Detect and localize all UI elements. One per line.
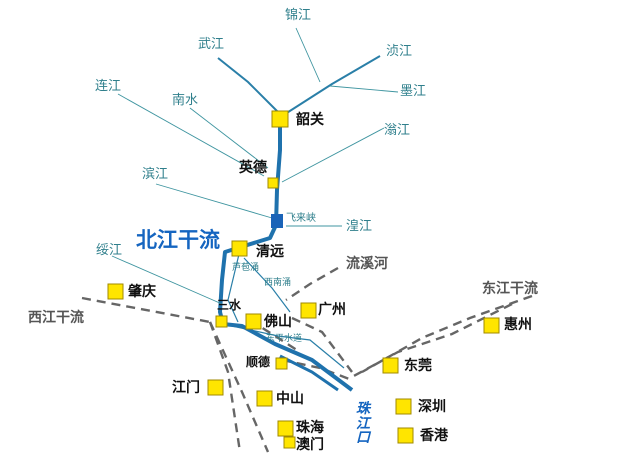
leader-lines: [111, 27, 399, 305]
label-shunde: 顺德: [246, 355, 271, 369]
luba-channel: [227, 249, 241, 323]
estuary-char-2: 江: [356, 415, 370, 432]
label-feilaixia: 飞来峡: [286, 213, 316, 224]
label-dongjiang-trunk: 东江干流: [482, 281, 538, 297]
label-xinan-channel: 西南涌: [264, 278, 292, 288]
city-markers: [107, 110, 500, 449]
feilaixia-station-marker: [271, 214, 283, 228]
label-bin-river: 滨江: [142, 167, 169, 182]
marker-sanshui: [215, 315, 228, 328]
marker-shenzhen: [395, 398, 412, 415]
label-weng-river: 滃江: [384, 123, 411, 138]
label-jin-river: 锦江: [285, 8, 312, 23]
marker-guangzhou: [300, 302, 317, 319]
label-shaoguan: 韶关: [296, 112, 324, 128]
label-macau: 澳门: [296, 437, 324, 453]
marker-shunde: [275, 357, 288, 370]
label-wu-river: 武江: [198, 37, 225, 52]
estuary-char-3: 口: [356, 430, 370, 447]
marker-huizhou: [483, 317, 500, 334]
label-sui-river: 绥江: [96, 243, 123, 258]
dashed-boundaries: [81, 266, 533, 453]
label-huizhou: 惠州: [504, 317, 532, 333]
xijiang-lower-line-a: [208, 321, 270, 453]
estuary-char-1: 珠: [356, 401, 370, 417]
label-zhen-river: 浈江: [386, 44, 413, 59]
xijiang-line: [81, 296, 211, 324]
marker-foshan: [245, 313, 262, 330]
marker-macau: [283, 436, 296, 449]
leader-nan: [189, 107, 269, 169]
label-foshan: 佛山: [264, 314, 292, 330]
marker-yingde: [267, 177, 279, 189]
leader-sui: [111, 255, 223, 305]
dongjiang-line-b: [349, 302, 513, 380]
marker-zhongshan: [256, 390, 273, 407]
label-qingyuan: 清远: [256, 244, 284, 260]
label-zhuhai: 珠海: [296, 420, 324, 436]
beijiang-lower-link: [249, 318, 301, 354]
leader-mo: [329, 85, 399, 93]
label-lian-river: 连江: [95, 79, 122, 94]
label-pearl-river-estuary: 珠 江 口: [356, 402, 370, 446]
wu-river: [217, 57, 279, 113]
label-dongguan: 东莞: [404, 358, 432, 374]
guangzhou-east-line: [291, 316, 353, 373]
marker-hongkong: [397, 427, 414, 444]
marker-shaoguan: [271, 110, 289, 128]
label-hongkong: 香港: [420, 428, 448, 444]
label-zhaoqing: 肇庆: [128, 284, 156, 300]
label-nan-river: 南水: [172, 93, 199, 108]
label-zhongshan: 中山: [276, 391, 304, 407]
label-huang-river: 湟江: [346, 219, 373, 234]
zhen-river: [281, 55, 381, 117]
beijiang-branch: [279, 354, 339, 392]
dongjiang-line-a: [361, 294, 533, 374]
xijiang-lower-line-b: [208, 321, 242, 453]
marker-jiangmen: [207, 379, 224, 396]
tributary-rivers: [217, 55, 381, 117]
leader-bin: [155, 183, 273, 219]
marker-zhuhai: [277, 420, 294, 437]
label-mo-river: 墨江: [400, 84, 427, 99]
label-yingde: 英德: [239, 160, 267, 176]
beijiang-main-river: [218, 120, 354, 392]
label-dongping-channel: 东平水道: [266, 334, 303, 344]
label-guangzhou: 广州: [318, 302, 346, 318]
leader-lian: [117, 93, 265, 177]
leader-weng: [281, 127, 385, 183]
xinan-channel: [243, 257, 291, 313]
marker-dongguan: [382, 357, 399, 374]
label-sanshui: 三水: [217, 298, 242, 312]
label-jiangmen: 江门: [172, 380, 200, 396]
label-luba-channel: 芦苞涌: [232, 263, 260, 273]
leader-jin: [295, 27, 321, 83]
label-liuxi-river: 流溪河: [346, 256, 388, 272]
label-beijiang-trunk: 北江干流: [136, 228, 220, 252]
label-xijiang-trunk: 西江干流: [28, 310, 84, 326]
liuxi-line: [285, 266, 339, 301]
marker-zhaoqing: [107, 283, 124, 300]
label-shenzhen: 深圳: [418, 399, 446, 415]
marker-qingyuan: [231, 240, 248, 257]
